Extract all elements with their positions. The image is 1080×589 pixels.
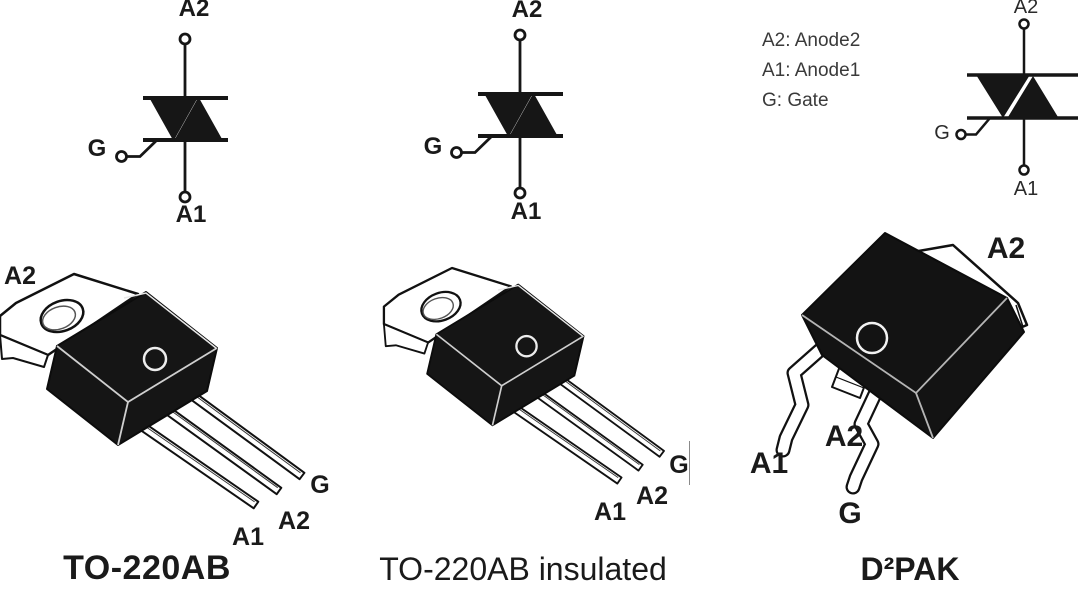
d2pak-caption: D²PAK (860, 551, 960, 587)
to220ins-pin-g-label: G (669, 451, 689, 479)
to220-pin-a1-label: A1 (232, 523, 264, 551)
to220ins-pin-a1-label: A1 (594, 498, 626, 526)
legend-gate: G: Gate (762, 90, 829, 111)
symbol3-gate-label: G (934, 122, 950, 144)
symbol1-gate-label: G (87, 135, 107, 162)
d2pak-pin-g-label: G (838, 497, 862, 530)
to220-pin-a2-label: A2 (278, 507, 310, 535)
d2pak-pin-a1-label: A1 (749, 447, 789, 480)
to-220ab-insulated-drawing (382, 266, 666, 485)
to220ins-pin-a2-label: A2 (636, 482, 668, 510)
to-220ab-drawing (0, 272, 306, 510)
to220-tab-label: A2 (4, 262, 36, 290)
to220-pin-g-label: G (310, 471, 330, 499)
triac-symbol-3 (955, 18, 1078, 176)
symbol3-a2-label: A2 (1013, 0, 1039, 18)
d2pak-center-pin-label: A2 (824, 420, 864, 453)
triac-symbol-2 (449, 28, 565, 200)
symbol2-a1-label: A1 (510, 198, 542, 225)
legend-anode1: A1: Anode1 (762, 60, 861, 81)
symbol3-a1-label: A1 (1013, 178, 1039, 200)
symbol2-gate-label: G (423, 133, 443, 160)
legend-anode2: A2: Anode2 (762, 30, 861, 51)
d2pak-drawing (775, 232, 1029, 495)
to220ins-caption: TO-220AB insulated (379, 551, 667, 587)
symbol2-a2-label: A2 (511, 0, 543, 23)
symbol1-a2-label: A2 (178, 0, 210, 22)
d2pak-tab-label: A2 (986, 232, 1026, 265)
symbol1-a1-label: A1 (175, 201, 207, 228)
to220-caption: TO-220AB (63, 549, 231, 587)
triac-symbol-1 (114, 32, 230, 204)
